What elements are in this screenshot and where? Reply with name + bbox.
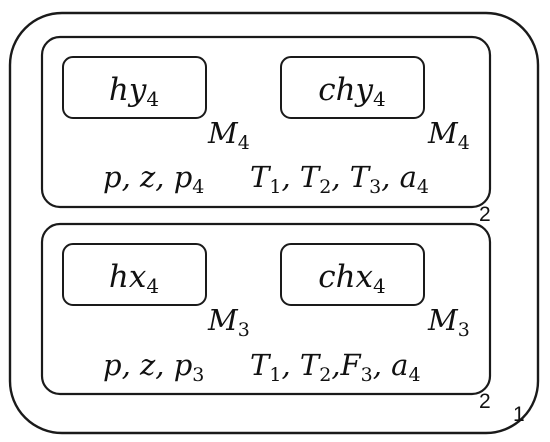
panel-y-corner-label: 2 bbox=[479, 203, 491, 226]
panel-x-frame bbox=[40, 222, 492, 396]
panel-x-corner-label: 2 bbox=[479, 390, 491, 413]
bottom-right-params-x: T1, T2,F3, a4 bbox=[250, 348, 421, 386]
bottom-left-params-y: p, z, p4 bbox=[103, 160, 204, 198]
panel-y-frame bbox=[40, 35, 492, 209]
hx-label: hx4 bbox=[109, 259, 159, 298]
panel-y: 2 hy4 chy4 M4 M4 p, z, p4 T1, T2, T3, a4 bbox=[40, 35, 492, 226]
hx-box bbox=[62, 243, 207, 306]
chy-label: chy4 bbox=[318, 72, 386, 111]
right-model-label-x: M3 bbox=[427, 303, 470, 341]
bottom-left-params-x: p, z, p3 bbox=[103, 348, 204, 386]
hy-label: hy4 bbox=[109, 72, 159, 111]
left-model-label-x: M3 bbox=[207, 303, 250, 341]
right-model-label-y: M4 bbox=[427, 116, 470, 154]
chx-label: chx4 bbox=[318, 259, 386, 298]
left-model-label-y: M4 bbox=[207, 116, 250, 154]
chy-box bbox=[280, 56, 425, 119]
hy-box bbox=[62, 56, 207, 119]
outer-frame-label: 1 bbox=[513, 403, 525, 426]
outer-frame bbox=[8, 11, 540, 435]
bottom-right-params-y: T1, T2, T3, a4 bbox=[250, 160, 429, 198]
chx-box bbox=[280, 243, 425, 306]
panel-x: 2 hx4 chx4 M3 M3 p, z, p3 T1, T2,F3, a4 bbox=[40, 222, 492, 413]
